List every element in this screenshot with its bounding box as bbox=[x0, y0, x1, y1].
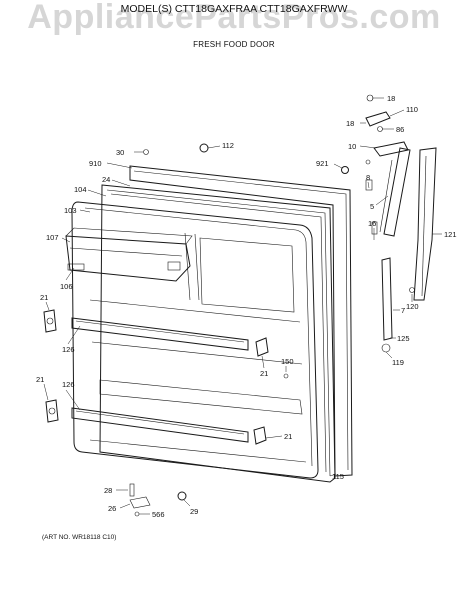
callout-29: 29 bbox=[190, 507, 198, 516]
callout-21-lower-right: 21 bbox=[284, 432, 292, 441]
art-number: (ART NO. WR18118 C10) bbox=[42, 534, 117, 541]
callout-21-lower-left: 21 bbox=[36, 375, 44, 384]
callout-24: 24 bbox=[102, 175, 110, 184]
callout-103: 103 bbox=[64, 206, 77, 215]
callout-21-upper-left: 21 bbox=[40, 293, 48, 302]
shelf-end-cap-left-lower bbox=[45, 399, 59, 423]
small-parts bbox=[129, 143, 415, 517]
callout-150: 150 bbox=[281, 357, 294, 366]
door-shelf-bar-lower bbox=[71, 407, 249, 443]
watermark-logo: AppliancePartsPros.com bbox=[27, 0, 441, 36]
callout-566: 566 bbox=[152, 510, 165, 519]
callout-7: 7 bbox=[401, 306, 405, 315]
shelf-end-cap-right-upper bbox=[255, 337, 269, 357]
door-shelf-bar-upper bbox=[71, 317, 249, 351]
callout-labels: 18 110 18 86 10 112 30 910 921 8 24 104 … bbox=[36, 94, 457, 519]
callout-86: 86 bbox=[396, 125, 404, 134]
callout-106: 106 bbox=[60, 282, 73, 291]
callout-126-upper: 126 bbox=[62, 345, 75, 354]
callout-16: 16 bbox=[368, 219, 376, 228]
callout-110: 110 bbox=[406, 105, 418, 114]
callout-18-top: 18 bbox=[387, 94, 395, 103]
callout-121: 121 bbox=[444, 230, 457, 239]
door-handle bbox=[413, 147, 437, 301]
callout-119: 119 bbox=[392, 358, 404, 367]
callout-28: 28 bbox=[104, 486, 112, 495]
callout-112: 112 bbox=[222, 141, 234, 150]
callout-26: 26 bbox=[108, 504, 116, 513]
callout-30: 30 bbox=[116, 148, 124, 157]
callout-910: 910 bbox=[89, 159, 102, 168]
hinge-hardware bbox=[365, 94, 411, 237]
callout-8: 8 bbox=[366, 173, 370, 182]
model-title: MODEL(S) CTT18GAXFRAA CTT18GAXFRWW bbox=[120, 3, 348, 15]
callout-125: 125 bbox=[397, 334, 410, 343]
callout-120: 120 bbox=[406, 302, 419, 311]
leader-lines bbox=[43, 97, 442, 515]
callout-104: 104 bbox=[74, 185, 87, 194]
callout-126-lower: 126 bbox=[62, 380, 75, 389]
callout-921: 921 bbox=[316, 159, 329, 168]
callout-115: 115 bbox=[332, 472, 344, 481]
door-gasket bbox=[99, 184, 336, 483]
callout-5: 5 bbox=[370, 202, 374, 211]
shelf-end-cap-left-upper bbox=[43, 309, 57, 333]
dairy-compartment bbox=[65, 227, 193, 282]
section-title: FRESH FOOD DOOR bbox=[193, 40, 275, 49]
callout-10: 10 bbox=[348, 142, 356, 151]
shelf-end-cap-right-lower bbox=[253, 426, 267, 445]
callout-107: 107 bbox=[46, 233, 59, 242]
callout-18: 18 bbox=[346, 119, 354, 128]
door-liner bbox=[71, 201, 319, 479]
callout-21-upper-right: 21 bbox=[260, 369, 268, 378]
